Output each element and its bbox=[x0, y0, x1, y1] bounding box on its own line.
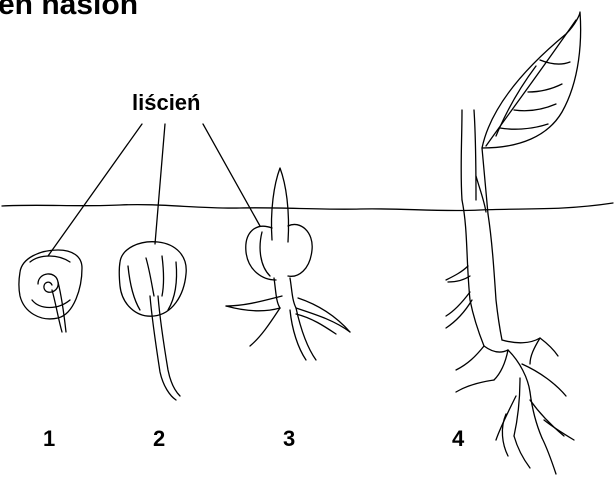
seedling-stage-4 bbox=[446, 12, 581, 474]
soil-line bbox=[2, 203, 613, 211]
leader-line-3 bbox=[203, 124, 260, 226]
seed-stage-2 bbox=[119, 242, 186, 400]
seedling-stage-3 bbox=[226, 168, 350, 360]
stage-number-2: 2 bbox=[153, 426, 165, 452]
stage-number-1: 1 bbox=[43, 426, 55, 452]
stage-number-3: 3 bbox=[283, 426, 295, 452]
leader-line-1 bbox=[48, 124, 142, 256]
seed-stage-1 bbox=[19, 250, 82, 332]
stage-number-4: 4 bbox=[452, 426, 464, 452]
leader-line-2 bbox=[155, 124, 165, 244]
